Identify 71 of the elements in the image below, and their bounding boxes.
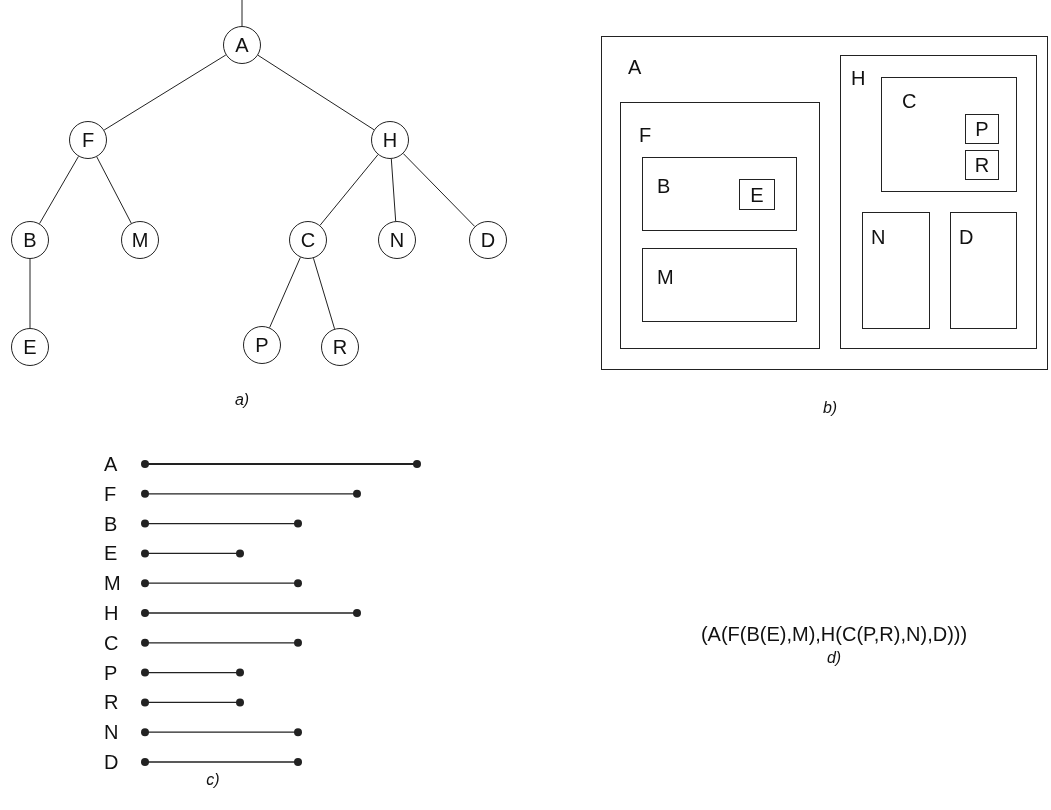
node-letter: C [902, 91, 917, 111]
node-letter: M [131, 230, 149, 250]
level-letter: N [104, 722, 119, 743]
panel-caption: c) [206, 772, 220, 788]
node-letter: R [332, 337, 348, 357]
nested-set-box [862, 212, 930, 329]
node-letter: H [851, 68, 866, 88]
node-letter: P [255, 335, 269, 355]
tree-node-circle [371, 121, 409, 159]
nested-set-box [965, 150, 999, 180]
tree-node-circle [11, 221, 49, 259]
node-letter: A [235, 35, 249, 55]
tree-edge [96, 156, 132, 224]
level-letter: M [104, 573, 121, 594]
nested-set-box [601, 36, 1048, 370]
level-letter: H [104, 603, 119, 623]
node-letter: D [480, 230, 496, 250]
nested-set-box [620, 102, 820, 349]
tree-node-circle [223, 26, 261, 64]
nested-set-box [642, 248, 797, 322]
nested-set-box [950, 212, 1017, 329]
node-letter: B [657, 176, 671, 196]
nested-set-box [739, 179, 775, 210]
panel-caption: d) [826, 650, 842, 666]
tree-edge [241, 0, 243, 27]
node-letter: N [871, 227, 886, 247]
node-letter: E [750, 184, 764, 205]
level-letter: D [104, 752, 119, 772]
level-letter: R [104, 692, 119, 713]
tree-node-circle [378, 221, 416, 259]
nested-set-box [840, 55, 1037, 349]
nested-set-box [881, 77, 1017, 192]
tree-edge [269, 256, 301, 329]
node-letter: M [657, 267, 674, 287]
tree-edge [103, 54, 227, 131]
bracket-notation: (A(F(B(E),M),H(C(P,R),N),D))) [700, 624, 968, 644]
nested-set-box [642, 157, 797, 231]
level-letter: F [104, 483, 117, 504]
node-letter: H [382, 130, 398, 150]
tree-edge [390, 158, 397, 222]
node-letter: N [389, 230, 405, 250]
node-letter: C [300, 230, 316, 250]
tree-node-circle [11, 328, 49, 366]
tree-edge [257, 54, 375, 131]
nested-set-box [965, 114, 999, 144]
tree-node-circle [289, 221, 327, 259]
tree-node-circle [69, 121, 107, 159]
node-letter: F [639, 125, 652, 145]
node-letter: E [23, 337, 37, 357]
node-letter: B [23, 230, 37, 250]
tree-edge [39, 155, 79, 225]
panel-caption: b) [822, 400, 838, 416]
level-letter: C [104, 632, 119, 653]
level-letter: B [104, 513, 118, 534]
level-letter: A [104, 454, 118, 474]
tree-edge [312, 257, 336, 330]
node-letter: A [628, 57, 642, 77]
tree-node-circle [469, 221, 507, 259]
tree-edge [402, 153, 476, 227]
tree-edge [319, 154, 379, 226]
node-letter: P [975, 119, 989, 139]
tree-node-circle [243, 326, 281, 364]
tree-node-circle [321, 328, 359, 366]
node-letter: F [81, 130, 95, 150]
tree-edge [29, 258, 31, 329]
node-letter: D [959, 227, 974, 247]
node-letter: R [974, 155, 990, 175]
level-letter: P [104, 662, 118, 683]
level-letter: E [104, 543, 118, 564]
tree-node-circle [121, 221, 159, 259]
panel-caption: a) [234, 392, 250, 408]
